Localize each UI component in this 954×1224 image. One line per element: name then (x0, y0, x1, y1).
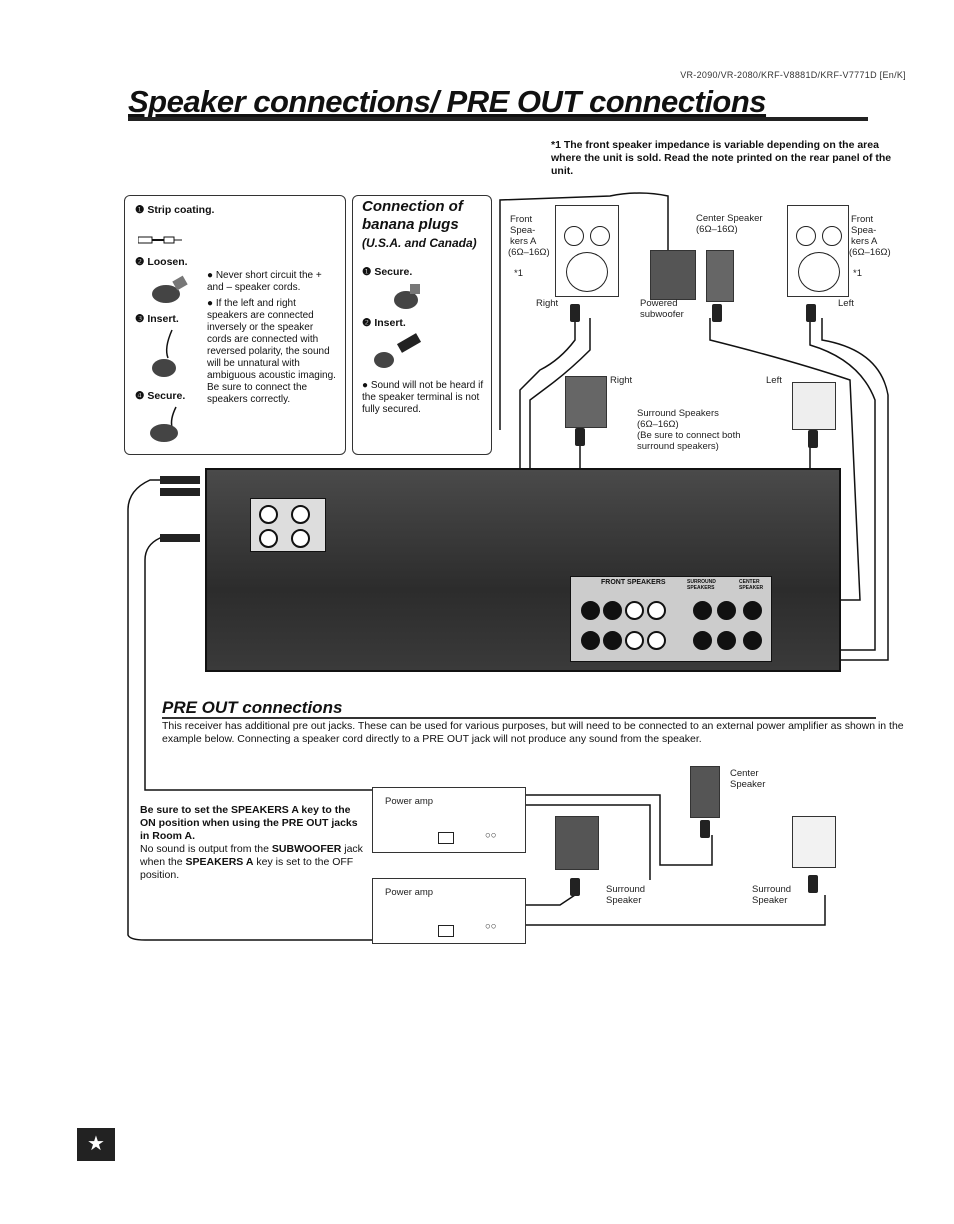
powered-subwoofer (650, 250, 696, 300)
surround-note-1: (Be sure to connect both (637, 430, 741, 441)
front-a-left-star: *1 (853, 268, 862, 279)
warning-part-b: jack when the (140, 843, 363, 868)
center-impedance: (6Ω–16Ω) (696, 224, 738, 235)
surround-speakers-terminal-label: SURROUND SPEAKERS (687, 579, 716, 591)
power-amp-2: Power amp ○○ (372, 878, 526, 944)
power-amp-2-label: Power amp (385, 887, 434, 898)
warning-bold: Be sure to set the SPEAKERS A key to the… (140, 804, 358, 842)
power-amp-1: Power amp ○○ (372, 787, 526, 853)
banana-terminal-icon (388, 282, 428, 317)
center-terminal-label: CENTER SPEAKER (739, 579, 764, 591)
surround-left-label: Left (766, 375, 782, 386)
powered-label: Powered (640, 298, 678, 309)
surround-note-2: surround speakers) (637, 441, 719, 452)
front-a-left-2: Spea- (851, 225, 877, 236)
power-amp-1-display (438, 832, 454, 844)
speaker-terminal-panel: FRONT SPEAKERS SURROUND SPEAKERS CENTER … (570, 576, 772, 662)
left-label: Left (838, 298, 854, 309)
banana-title-3: (U.S.A. and Canada) (362, 236, 477, 250)
step-loosen: ❷ Loosen. (135, 256, 188, 268)
front-left-speaker (787, 205, 849, 297)
page-title: Speaker connections/ PRE OUT connections (128, 84, 767, 119)
step-strip: ❶ Strip coating. (135, 204, 215, 216)
preout-surround-right-1: Surround (752, 884, 792, 895)
surround-impedance: (6Ω–16Ω) (637, 419, 679, 430)
rca-plug-1 (160, 476, 200, 484)
warning-part-a: No sound is output from the (140, 843, 272, 855)
wire-instructions-box (124, 195, 346, 455)
power-amp-2-knobs: ○○ (485, 921, 497, 932)
surround-left-plug (808, 430, 818, 448)
star-icon: ★ (77, 1128, 115, 1161)
preout-center-label-2: Speaker (730, 779, 766, 790)
banana-step-insert: ❷ Insert. (362, 317, 406, 329)
impedance-note: *1 The front speaker impedance is variab… (551, 139, 892, 177)
preout-jack-panel (250, 498, 326, 552)
terminal-secure-icon (146, 405, 190, 450)
surround-speakers-label: Surround Speakers (637, 408, 719, 419)
preout-center-speaker (690, 766, 720, 818)
preout-center-plug (700, 820, 710, 838)
preout-surround-left-1: Surround (606, 884, 646, 895)
front-a-right-star: *1 (514, 268, 523, 279)
preout-center-label-1: Center (730, 768, 759, 779)
preout-heading: PRE OUT connections (162, 698, 343, 717)
preout-surround-left-2: Speaker (606, 895, 642, 906)
model-numbers: VR-2090/VR-2080/KRF-V8881D/KRF-V7771D [E… (680, 70, 906, 80)
banana-title-1: Connection of (362, 198, 463, 215)
banana-step-secure: ❶ Secure. (362, 266, 413, 278)
surround-right-plug (575, 428, 585, 446)
front-a-left-1: Front (851, 214, 874, 225)
front-a-right-3: kers A (510, 236, 537, 247)
preout-surround-right-speaker (792, 816, 836, 868)
banana-title-2: banana plugs (362, 216, 459, 233)
front-right-plug (570, 304, 580, 322)
front-a-right-2: Spea- (510, 225, 536, 236)
preout-warning: Be sure to set the SPEAKERS A key to the… (140, 804, 365, 882)
front-right-speaker (555, 205, 619, 297)
preout-paragraph: This receiver has additional pre out jac… (162, 720, 904, 745)
subwoofer-label: subwoofer (640, 309, 684, 320)
terminal-loosen-icon (146, 272, 192, 313)
surround-right-label: Right (610, 375, 633, 386)
terminal-insert-icon (146, 328, 186, 385)
warning-speakers-a: SPEAKERS A (185, 856, 254, 868)
power-amp-1-label: Power amp (385, 796, 434, 807)
power-amp-1-knobs: ○○ (485, 830, 497, 841)
center-speaker-label: Center Speaker (696, 213, 763, 224)
rca-plug-2 (160, 488, 200, 496)
step-insert: ❸ Insert. (135, 313, 179, 325)
front-a-left-4: (6Ω–16Ω) (849, 247, 891, 258)
center-plug (712, 304, 722, 322)
front-a-right-1: Front (510, 214, 533, 225)
warning-part-c: key is set to the OFF position. (140, 856, 354, 881)
stripped-wire-icon (137, 232, 198, 250)
front-a-right-4: (6Ω–16Ω) (508, 247, 550, 258)
banana-plug-box (352, 195, 492, 455)
power-amp-2-display (438, 925, 454, 937)
right-label: Right (536, 298, 559, 309)
bullet-polarity: ● If the left and right speakers are con… (207, 298, 336, 405)
front-a-left-3: kers A (851, 236, 878, 247)
warning-subwoofer: SUBWOOFER (271, 843, 342, 855)
rca-plug-3 (160, 534, 200, 542)
surround-right-speaker (565, 376, 607, 428)
front-left-plug (806, 304, 816, 322)
front-speakers-label: FRONT SPEAKERS (601, 579, 666, 586)
bullet-short-circuit: ● Never short circuit the + and – speake… (207, 270, 322, 293)
preout-surround-left-plug (570, 878, 580, 896)
center-speaker (706, 250, 734, 302)
preout-surround-right-plug (808, 875, 818, 893)
step-secure: ❹ Secure. (135, 390, 186, 402)
banana-plug-icon (370, 332, 430, 377)
preout-surround-right-2: Speaker (752, 895, 788, 906)
preout-rule (162, 717, 876, 719)
banana-bullet: ● Sound will not be heard if the speaker… (362, 380, 484, 415)
preout-surround-left-speaker (555, 816, 599, 870)
title-rule (128, 117, 868, 121)
surround-left-speaker (792, 382, 836, 430)
